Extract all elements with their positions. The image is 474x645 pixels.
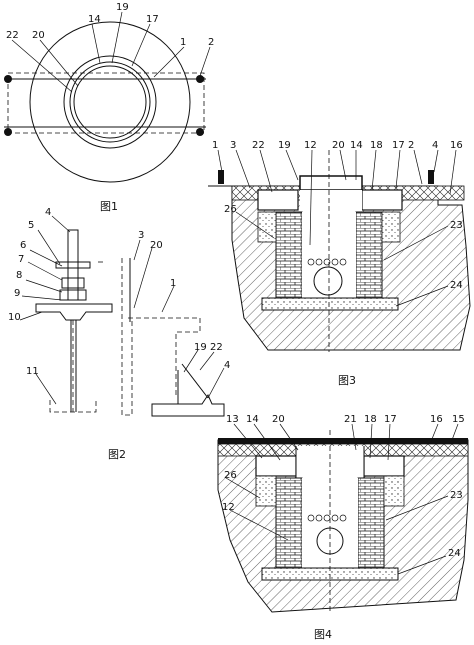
label-15: 15 (452, 414, 465, 425)
concrete-left (255, 475, 277, 507)
label-21: 21 (344, 414, 357, 425)
bolt-icon (4, 128, 12, 136)
label-16: 16 (450, 140, 463, 151)
label-13: 13 (226, 414, 239, 425)
label-12: 12 (304, 140, 317, 151)
label-1: 1 (212, 140, 218, 151)
ring-block-left (257, 189, 299, 211)
fig4-caption: 图4 (314, 628, 332, 641)
label-2: 2 (208, 37, 214, 48)
concrete-right (381, 211, 401, 243)
support-frame-dashed (7, 72, 205, 134)
fig3-caption: 图3 (338, 374, 356, 387)
label-5: 5 (28, 220, 34, 231)
label-24: 24 (450, 280, 463, 291)
outer-ring (29, 21, 191, 183)
fig1-caption: 图1 (100, 200, 118, 213)
label-7: 7 (18, 254, 24, 265)
label-23: 23 (450, 490, 463, 501)
label-26: 26 (224, 470, 237, 481)
figure-1: 14 19 17 22 20 1 2 图1 (4, 2, 214, 213)
concrete-right (383, 475, 405, 507)
label-22: 22 (252, 140, 265, 151)
label-14: 14 (88, 14, 101, 25)
label-14: 14 (350, 140, 363, 151)
figure-2: 4 5 6 7 8 9 10 11 3 20 1 19 22 4 图2 (8, 207, 230, 461)
ring-block-right (363, 455, 405, 477)
label-26: 26 (224, 204, 237, 215)
brick-wall-left (275, 477, 303, 569)
cover-frame (299, 175, 363, 191)
label-6: 6 (20, 240, 26, 251)
bolt-icon (218, 170, 224, 184)
label-4: 4 (45, 207, 51, 218)
label-1: 1 (180, 37, 186, 48)
pipe-opening (313, 266, 343, 296)
label-3: 3 (138, 230, 144, 241)
label-14: 14 (246, 414, 259, 425)
label-20: 20 (32, 30, 45, 41)
label-19: 19 (278, 140, 291, 151)
bolt-icon (196, 128, 204, 136)
label-18: 18 (370, 140, 383, 151)
well-chamber (302, 478, 358, 570)
label-8: 8 (16, 270, 22, 281)
brick-wall-left (275, 211, 303, 299)
figure-3: 1 3 22 19 12 20 14 18 17 2 4 16 26 23 24… (208, 140, 471, 387)
label-1: 1 (170, 278, 176, 289)
lower-bracket (151, 393, 225, 417)
ring-block-right (361, 189, 403, 211)
label-4b: 4 (224, 360, 230, 371)
label-9: 9 (14, 288, 20, 299)
label-17: 17 (392, 140, 405, 151)
label-12: 12 (222, 502, 235, 513)
base-slab (261, 297, 399, 311)
label-4: 4 (432, 140, 438, 151)
label-3: 3 (230, 140, 236, 151)
base-plate (35, 303, 113, 321)
brick-wall-right (357, 477, 385, 569)
label-10: 10 (8, 312, 21, 323)
fig2-caption: 图2 (108, 448, 126, 461)
label-20: 20 (332, 140, 345, 151)
label-20: 20 (272, 414, 285, 425)
label-2: 2 (408, 140, 414, 151)
figure-4: 13 14 20 21 18 17 16 15 26 12 23 24 图4 (217, 414, 469, 641)
label-16: 16 (430, 414, 443, 425)
bolt-icon (4, 75, 12, 83)
frame-ring (63, 55, 157, 149)
cover-ring (69, 61, 151, 143)
nut (61, 277, 85, 289)
label-11: 11 (26, 366, 39, 377)
label-18: 18 (364, 414, 377, 425)
ring-block-left (255, 455, 297, 477)
label-17: 17 (146, 14, 159, 25)
label-17: 17 (384, 414, 397, 425)
bolt-icon (196, 75, 204, 83)
label-20: 20 (150, 240, 163, 251)
vent-holes (307, 258, 347, 266)
asphalt-layer (218, 438, 468, 444)
bolt-icon (428, 170, 434, 184)
label-22: 22 (210, 342, 223, 353)
nut-lower (59, 289, 87, 301)
brick-wall-right (355, 211, 383, 299)
label-23: 23 (450, 220, 463, 231)
label-19: 19 (116, 2, 129, 13)
label-19: 19 (194, 342, 207, 353)
washer (55, 261, 91, 269)
label-24: 24 (448, 548, 461, 559)
cover-inner (73, 65, 147, 139)
label-22: 22 (6, 30, 19, 41)
